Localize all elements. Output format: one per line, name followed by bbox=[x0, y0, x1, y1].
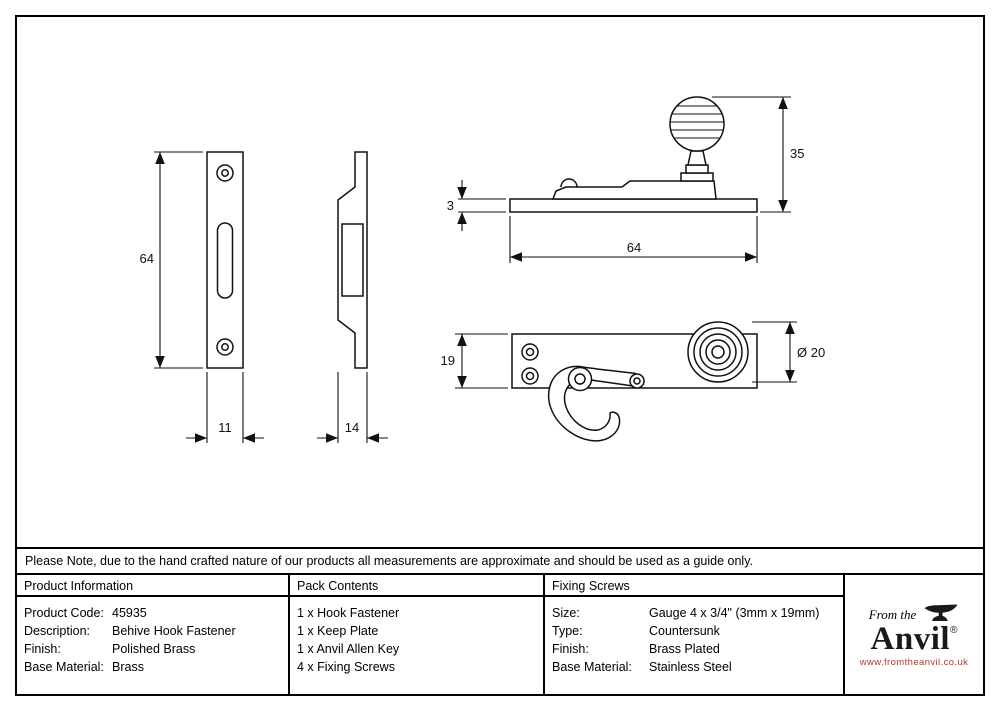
knob-diameter-dim-label: Ø 20 bbox=[797, 345, 825, 360]
field-value: Gauge 4 x 3/4" (3mm x 19mm) bbox=[649, 606, 820, 620]
spec-row: Finish: Polished Brass bbox=[24, 640, 282, 658]
dim-plate-thickness: 3 bbox=[447, 180, 506, 231]
screw-hole-bottom bbox=[216, 338, 234, 356]
front-screw-hole-top bbox=[521, 343, 539, 361]
spec-row: Base Material: Brass bbox=[24, 658, 282, 676]
field-label: Description: bbox=[24, 624, 90, 638]
dome-screw-icon bbox=[560, 178, 578, 188]
dim-keep-height: 64 bbox=[140, 151, 203, 369]
spec-row: Type: Countersunk bbox=[552, 622, 837, 640]
keeper-pin bbox=[629, 373, 645, 389]
dim-fastener-length: 64 bbox=[509, 216, 758, 263]
keep-side-outline bbox=[337, 151, 368, 369]
logo-website: www.fromtheanvil.co.uk bbox=[859, 657, 969, 668]
spec-row: Description: Behive Hook Fastener bbox=[24, 622, 282, 640]
keep-side-notch bbox=[341, 223, 364, 297]
beehive-knob-front bbox=[687, 321, 749, 383]
keep-plate-front-view bbox=[206, 151, 244, 369]
page-frame: 64 11 14 bbox=[15, 15, 985, 696]
hook-pivot bbox=[567, 366, 593, 392]
dim-knob-diameter: Ø 20 bbox=[752, 321, 825, 383]
field-value: Brass Plated bbox=[649, 642, 720, 656]
logo-tagline: From the bbox=[868, 607, 917, 622]
field-value: Brass bbox=[112, 660, 144, 674]
beehive-ribs bbox=[670, 105, 724, 139]
registered-mark: ® bbox=[950, 625, 958, 636]
pack-item: 1 x Anvil Allen Key bbox=[297, 642, 400, 656]
fixing-screws-header: Fixing Screws bbox=[545, 575, 845, 597]
field-value: Behive Hook Fastener bbox=[112, 624, 236, 638]
pack-contents-header: Pack Contents bbox=[290, 575, 545, 597]
pack-item: 1 x Hook Fastener bbox=[297, 606, 400, 620]
dim-plate-height: 19 bbox=[441, 333, 508, 389]
plate-height-dim-label: 19 bbox=[441, 353, 455, 368]
spec-row: Base Material: Stainless Steel bbox=[552, 658, 837, 676]
keep-depth-dim-label: 14 bbox=[345, 420, 359, 435]
brand-logo: From the Anvil ® www.fromtheanvil.co.uk bbox=[845, 575, 983, 694]
spec-row: Size: Gauge 4 x 3/4" (3mm x 19mm) bbox=[552, 604, 837, 622]
keep-slot bbox=[216, 222, 234, 299]
screw-hole-top bbox=[216, 164, 234, 182]
spec-table: Product Information Pack Contents Fixing… bbox=[17, 575, 983, 694]
product-information-body: Product Code: 45935 Description: Behive … bbox=[17, 597, 290, 694]
fastener-bracket bbox=[551, 180, 717, 200]
beehive-knob-side bbox=[669, 96, 725, 152]
keep-width-dim-label: 11 bbox=[218, 420, 232, 435]
fastener-side-view bbox=[509, 96, 758, 213]
fastener-height-dim-label: 35 bbox=[790, 146, 804, 161]
field-value: 45935 bbox=[112, 606, 147, 620]
field-label: Base Material: bbox=[552, 660, 632, 674]
note-bar: Please Note, due to the hand crafted nat… bbox=[17, 547, 983, 575]
dim-fastener-height: 35 bbox=[712, 96, 804, 213]
fixing-screws-body: Size: Gauge 4 x 3/4" (3mm x 19mm) Type: … bbox=[545, 597, 845, 694]
dim-keep-depth: 14 bbox=[317, 372, 388, 443]
keep-height-dim-label: 64 bbox=[140, 251, 154, 266]
spec-row: Product Code: 45935 bbox=[24, 604, 282, 622]
product-information-header: Product Information bbox=[17, 575, 290, 597]
keep-plate-side-view bbox=[337, 151, 368, 369]
dim-keep-width: 11 bbox=[186, 372, 264, 443]
anvil-icon bbox=[924, 604, 958, 621]
front-screw-hole-bottom bbox=[521, 367, 539, 385]
base-plate-side bbox=[509, 198, 758, 213]
field-value: Stainless Steel bbox=[649, 660, 732, 674]
field-label: Size: bbox=[552, 606, 580, 620]
pack-contents-body: 1 x Hook Fastener 1 x Keep Plate 1 x Anv… bbox=[290, 597, 545, 694]
plate-thickness-dim-label: 3 bbox=[447, 198, 454, 213]
fastener-front-view bbox=[511, 321, 758, 442]
field-label: Base Material: bbox=[24, 660, 104, 674]
pack-item: 1 x Keep Plate bbox=[297, 624, 379, 638]
fastener-length-dim-label: 64 bbox=[627, 240, 641, 255]
keep-plate-outline bbox=[206, 151, 244, 369]
pack-item: 4 x Fixing Screws bbox=[297, 660, 395, 674]
field-value: Countersunk bbox=[649, 624, 720, 638]
field-label: Finish: bbox=[552, 642, 589, 656]
knob-neck bbox=[687, 150, 707, 166]
field-label: Type: bbox=[552, 624, 583, 638]
field-label: Finish: bbox=[24, 642, 61, 656]
hook bbox=[548, 365, 641, 442]
technical-drawing: 64 11 14 bbox=[140, 96, 825, 443]
logo-name: Anvil bbox=[870, 621, 951, 657]
field-value: Polished Brass bbox=[112, 642, 196, 656]
field-label: Product Code: bbox=[24, 606, 104, 620]
spec-row: Finish: Brass Plated bbox=[552, 640, 837, 658]
note-text: Please Note, due to the hand crafted nat… bbox=[25, 554, 754, 568]
